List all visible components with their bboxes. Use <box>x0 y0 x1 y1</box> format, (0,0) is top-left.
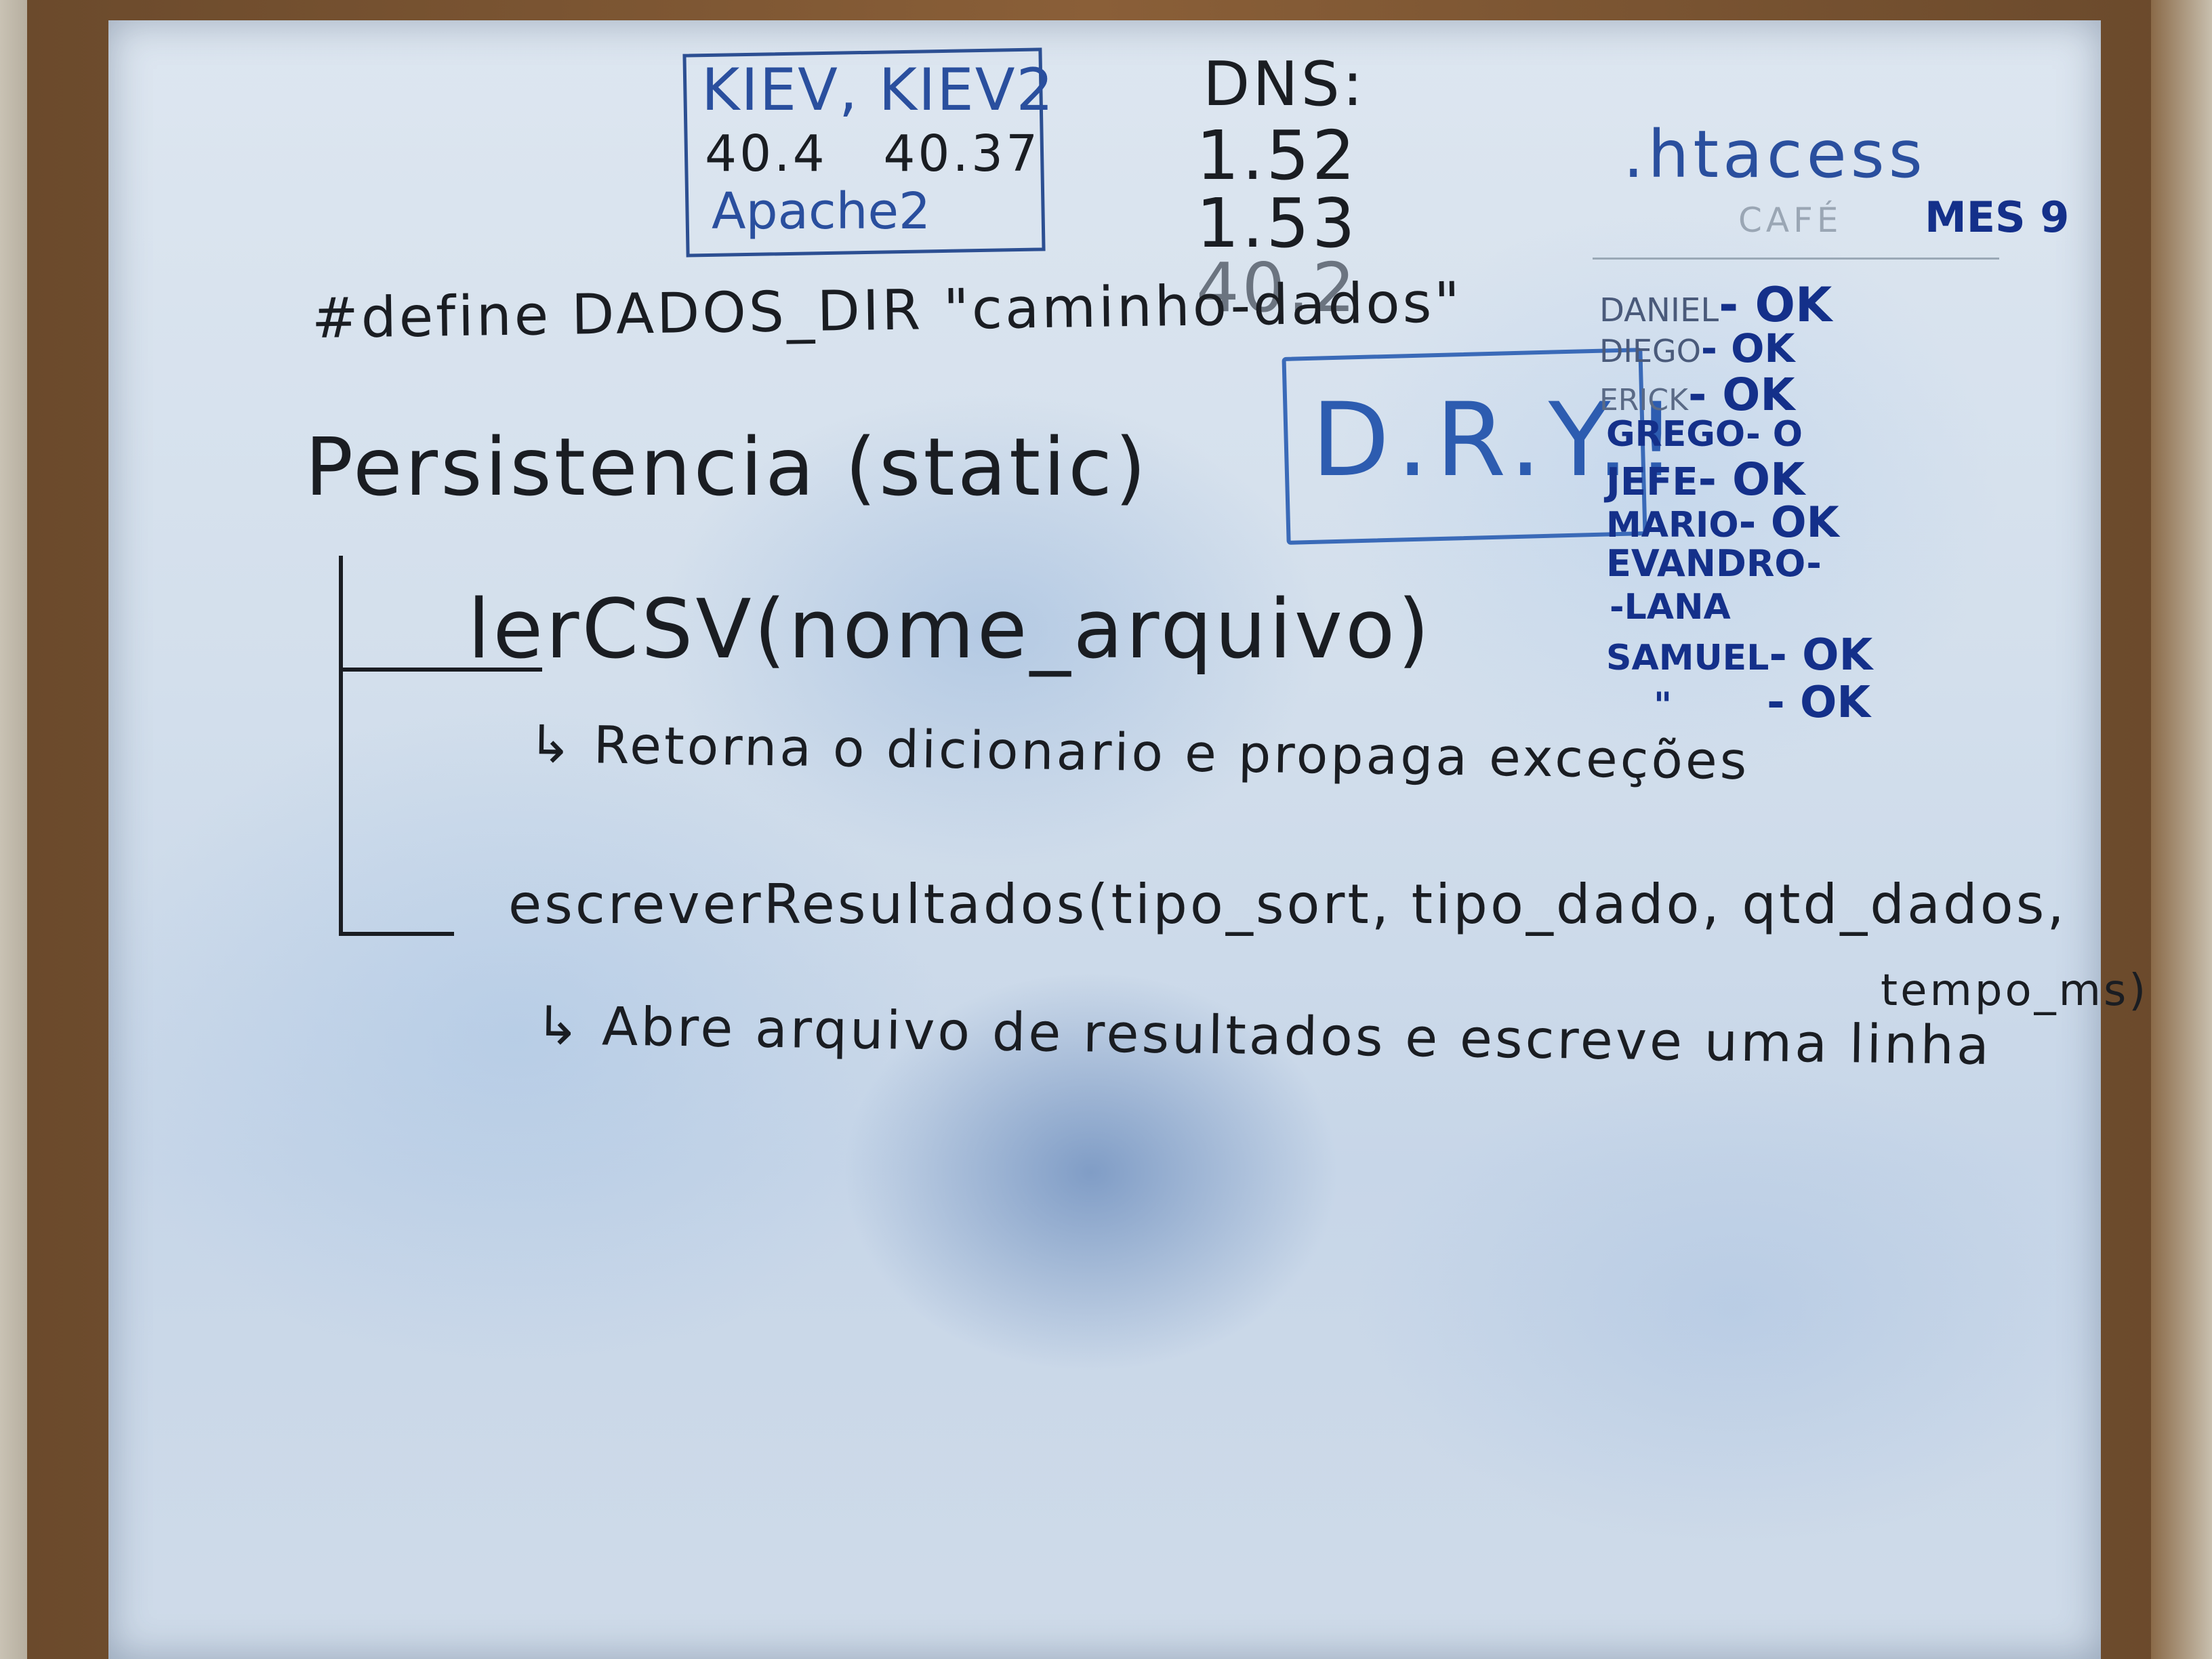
define-line: #define DADOS_DIR "caminho-dados" <box>311 270 1463 351</box>
checklist-name: JEFE <box>1606 460 1698 504</box>
checklist-name: ERICK <box>1599 383 1688 417</box>
checklist-status: - OK <box>1767 678 1870 728</box>
checklist-status: - OK <box>1700 325 1795 371</box>
wall-right <box>2151 0 2212 1659</box>
checklist-name: " <box>1654 685 1673 726</box>
checklist-underline <box>1593 258 1999 260</box>
list-item: DIEGO- OK <box>1599 329 1795 368</box>
method-escreverresultados-cont: tempo_ms) <box>1881 966 2149 1016</box>
method-escreverresultados: escreverResultados(tipo_sort, tipo_dado,… <box>508 873 2067 936</box>
checklist-status: - O <box>1746 414 1803 455</box>
checklist-name: DIEGO <box>1599 333 1701 369</box>
method-lercsv-description: ↳ Retorna o dicionario e propaga exceçõe… <box>528 714 1750 792</box>
tree-line-branch-2 <box>339 932 454 936</box>
checklist-status: - OK <box>1769 630 1873 680</box>
persistence-title: Persistencia (static) <box>305 420 1149 514</box>
checklist-name: -LANA <box>1610 587 1731 628</box>
list-item: DANIEL- OK <box>1599 281 1832 329</box>
method-lercsv: lerCSV(nome_arquivo) <box>468 583 1433 677</box>
list-item: JEFE- OK <box>1606 457 1805 502</box>
list-item: ERICK- OK <box>1599 373 1795 417</box>
list-item: EVANDRO- <box>1606 546 1822 582</box>
dns-entry-1: 1.52 <box>1196 116 1358 195</box>
checklist-name: SAMUEL <box>1606 638 1769 678</box>
list-item: MARIO- OK <box>1606 501 1839 544</box>
dns-entry-3: 40.2 <box>1196 248 1358 327</box>
checklist-status: - OK <box>1698 453 1805 506</box>
tree-line-vertical <box>339 556 343 935</box>
server-names: KIEV, KIEV2 <box>701 56 1055 124</box>
checklist-header-month: MES 9 <box>1925 192 2070 242</box>
server-software: Apache2 <box>712 182 931 241</box>
method-escreverresultados-description: ↳ Abre arquivo de resultados e escreve u… <box>535 996 1992 1078</box>
checklist-name: MARIO <box>1606 505 1739 546</box>
checklist-status: - OK <box>1719 277 1832 333</box>
dry-text: D.R.Y.! <box>1311 382 1683 499</box>
list-item: GREGO- O <box>1606 417 1803 452</box>
checklist-status: - <box>1806 542 1822 585</box>
checklist-name: EVANDRO <box>1606 542 1807 585</box>
server-ips: 40.4 40.37 <box>705 125 1041 183</box>
whiteboard: KIEV, KIEV2 40.4 40.37 Apache2 DNS: 1.52… <box>108 20 2146 1659</box>
dns-title: DNS: <box>1203 49 1366 120</box>
checklist-status: - OK <box>1738 497 1839 547</box>
htaccess-note: .htacess <box>1623 117 1927 192</box>
list-item: -LANA <box>1610 590 1731 625</box>
tree-line-branch-1 <box>339 668 542 672</box>
list-item: SAMUEL- OK <box>1606 634 1872 677</box>
checklist-name: GREGO <box>1606 414 1746 455</box>
checklist-status: - OK <box>1687 369 1795 421</box>
checklist-header-cafe: CAFÉ <box>1738 201 1843 240</box>
checklist-name: DANIEL <box>1599 291 1719 329</box>
list-item: "- OK <box>1654 681 1870 724</box>
dns-entry-2: 1.53 <box>1196 184 1358 263</box>
